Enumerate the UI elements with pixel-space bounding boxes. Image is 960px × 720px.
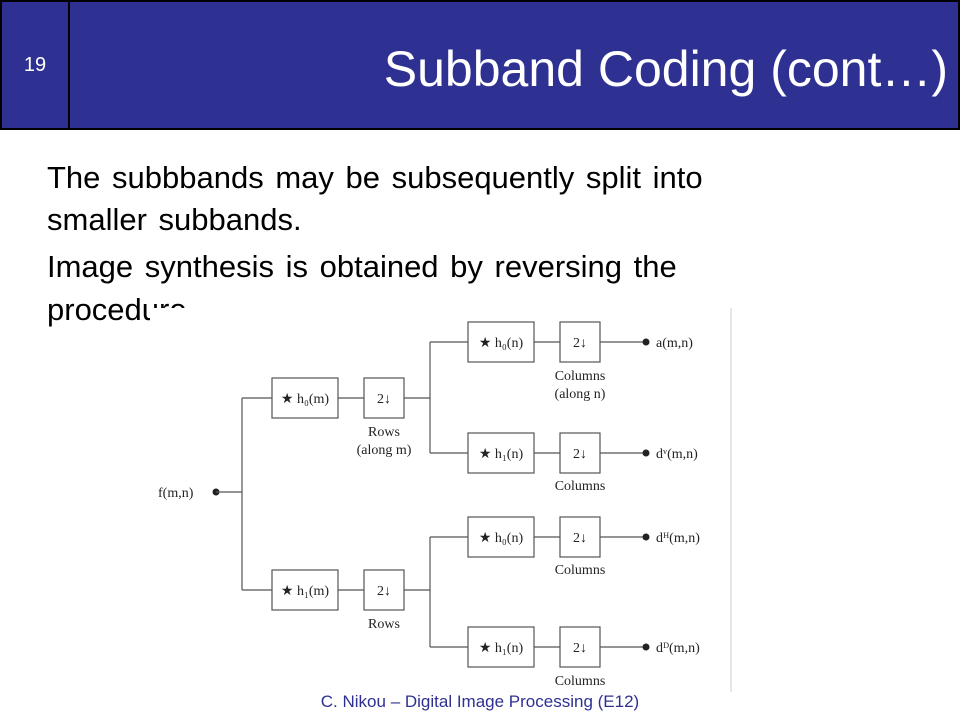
stage2-dv-downsample-label: 2↓ — [573, 447, 587, 462]
output-dv-node — [642, 449, 650, 457]
input-label: f(m,n) — [158, 486, 194, 501]
stage1-downsample-bottom-box — [363, 569, 405, 611]
stage1-downsample-top-label: 2↓ — [377, 392, 391, 407]
stage1-top-note-2: (along m) — [357, 443, 412, 458]
stage1-downsample-bottom-label: 2↓ — [377, 584, 391, 599]
slide-number: 19 — [23, 54, 47, 76]
slide-number-box: 19 — [2, 2, 70, 128]
output-dv-label: dᵛ(m,n) — [656, 447, 698, 462]
body-line-1: The subbbands may be subsequently split … — [47, 160, 703, 195]
stage2-dd-filter-label: ★ h₁(n) — [479, 641, 524, 656]
stage2-a-filter-box — [467, 321, 535, 363]
stage2-dd-downsample-label: 2↓ — [573, 641, 587, 656]
slide-footer: C. Nikou – Digital Image Processing (E12… — [320, 692, 640, 711]
stage2-dv-downsample-box — [559, 432, 601, 474]
body-line-3: Image synthesis is obtained by reversing… — [47, 249, 677, 284]
stage1-filter-h0-box — [271, 377, 339, 419]
subband-filter-bank-diagram: f(m,n) ★ h₀(m) 2↓ Rows (along m) ★ h₁(m)… — [150, 308, 732, 692]
slide-title: Subband Coding (cont…) — [383, 41, 948, 97]
output-dh-label: dᴴ(m,n) — [656, 531, 700, 546]
stage2-dd-filter-box — [467, 626, 535, 668]
stage2-dd-note-1: Columns — [555, 674, 606, 689]
stage2-a-note-1: Columns — [555, 369, 606, 384]
stage1-filter-h0-label: ★ h₀(m) — [281, 392, 329, 407]
stage2-dh-filter-box — [467, 516, 535, 558]
slide-header: 19 Subband Coding (cont…) — [0, 0, 960, 130]
stage1-bottom-note-1: Rows — [368, 617, 400, 632]
stage2-a-downsample-label: 2↓ — [573, 336, 587, 351]
stage2-a-note-2: (along n) — [555, 387, 606, 402]
output-dd-label: dᴰ(m,n) — [656, 641, 700, 656]
stage2-dh-downsample-label: 2↓ — [573, 531, 587, 546]
output-a-node — [642, 338, 650, 346]
stage2-dh-downsample-box — [559, 516, 601, 558]
stage2-dv-filter-label: ★ h₁(n) — [479, 447, 524, 462]
stage2-dv-filter-box — [467, 432, 535, 474]
stage1-filter-h1-box — [271, 569, 339, 611]
stage2-dv-note-1: Columns — [555, 479, 606, 494]
stage2-dh-filter-label: ★ h₀(n) — [479, 531, 524, 546]
output-a-label: a(m,n) — [656, 336, 693, 351]
output-dh-node — [642, 533, 650, 541]
stage2-dh-note-1: Columns — [555, 563, 606, 578]
stage2-a-filter-label: ★ h₀(n) — [479, 336, 524, 351]
stage1-filter-h1-label: ★ h₁(m) — [281, 584, 329, 599]
output-dd-node — [642, 643, 650, 651]
stage1-top-note-1: Rows — [368, 425, 400, 440]
body-line-2: smaller subbands. — [47, 202, 302, 237]
